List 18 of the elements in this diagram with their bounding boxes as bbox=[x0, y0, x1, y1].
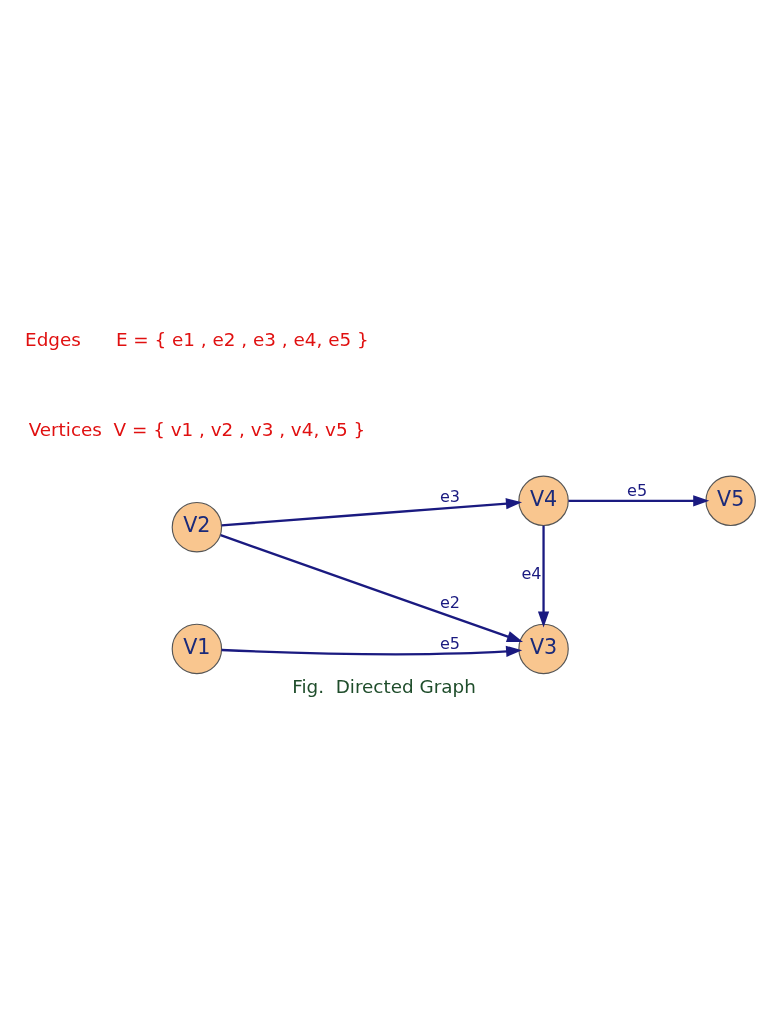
node-circle: V4 bbox=[518, 475, 569, 527]
arrow bbox=[537, 525, 550, 628]
node-circle: V2 bbox=[171, 501, 223, 553]
node-circle: V5 bbox=[705, 475, 756, 527]
edge-label: e2 bbox=[439, 592, 461, 612]
edge-label: e3 bbox=[439, 487, 461, 507]
edge-label: e4 bbox=[521, 564, 542, 584]
node-circle: V1 bbox=[171, 623, 223, 675]
edge-label: e5 bbox=[627, 481, 648, 501]
arrow bbox=[221, 498, 523, 527]
arrow bbox=[220, 534, 523, 643]
node-circle: V3 bbox=[518, 623, 569, 675]
label: Edges E = { e1 , e2 , e3 , e4, e5 } bbox=[25, 328, 369, 350]
caption: Fig. Directed Graph bbox=[292, 675, 476, 697]
arrow bbox=[221, 645, 523, 657]
arrow bbox=[568, 495, 710, 507]
edge-label: e5 bbox=[439, 634, 461, 654]
label: Vertices V = { v1 , v2 , v3 , v4, v5 } bbox=[28, 419, 366, 441]
